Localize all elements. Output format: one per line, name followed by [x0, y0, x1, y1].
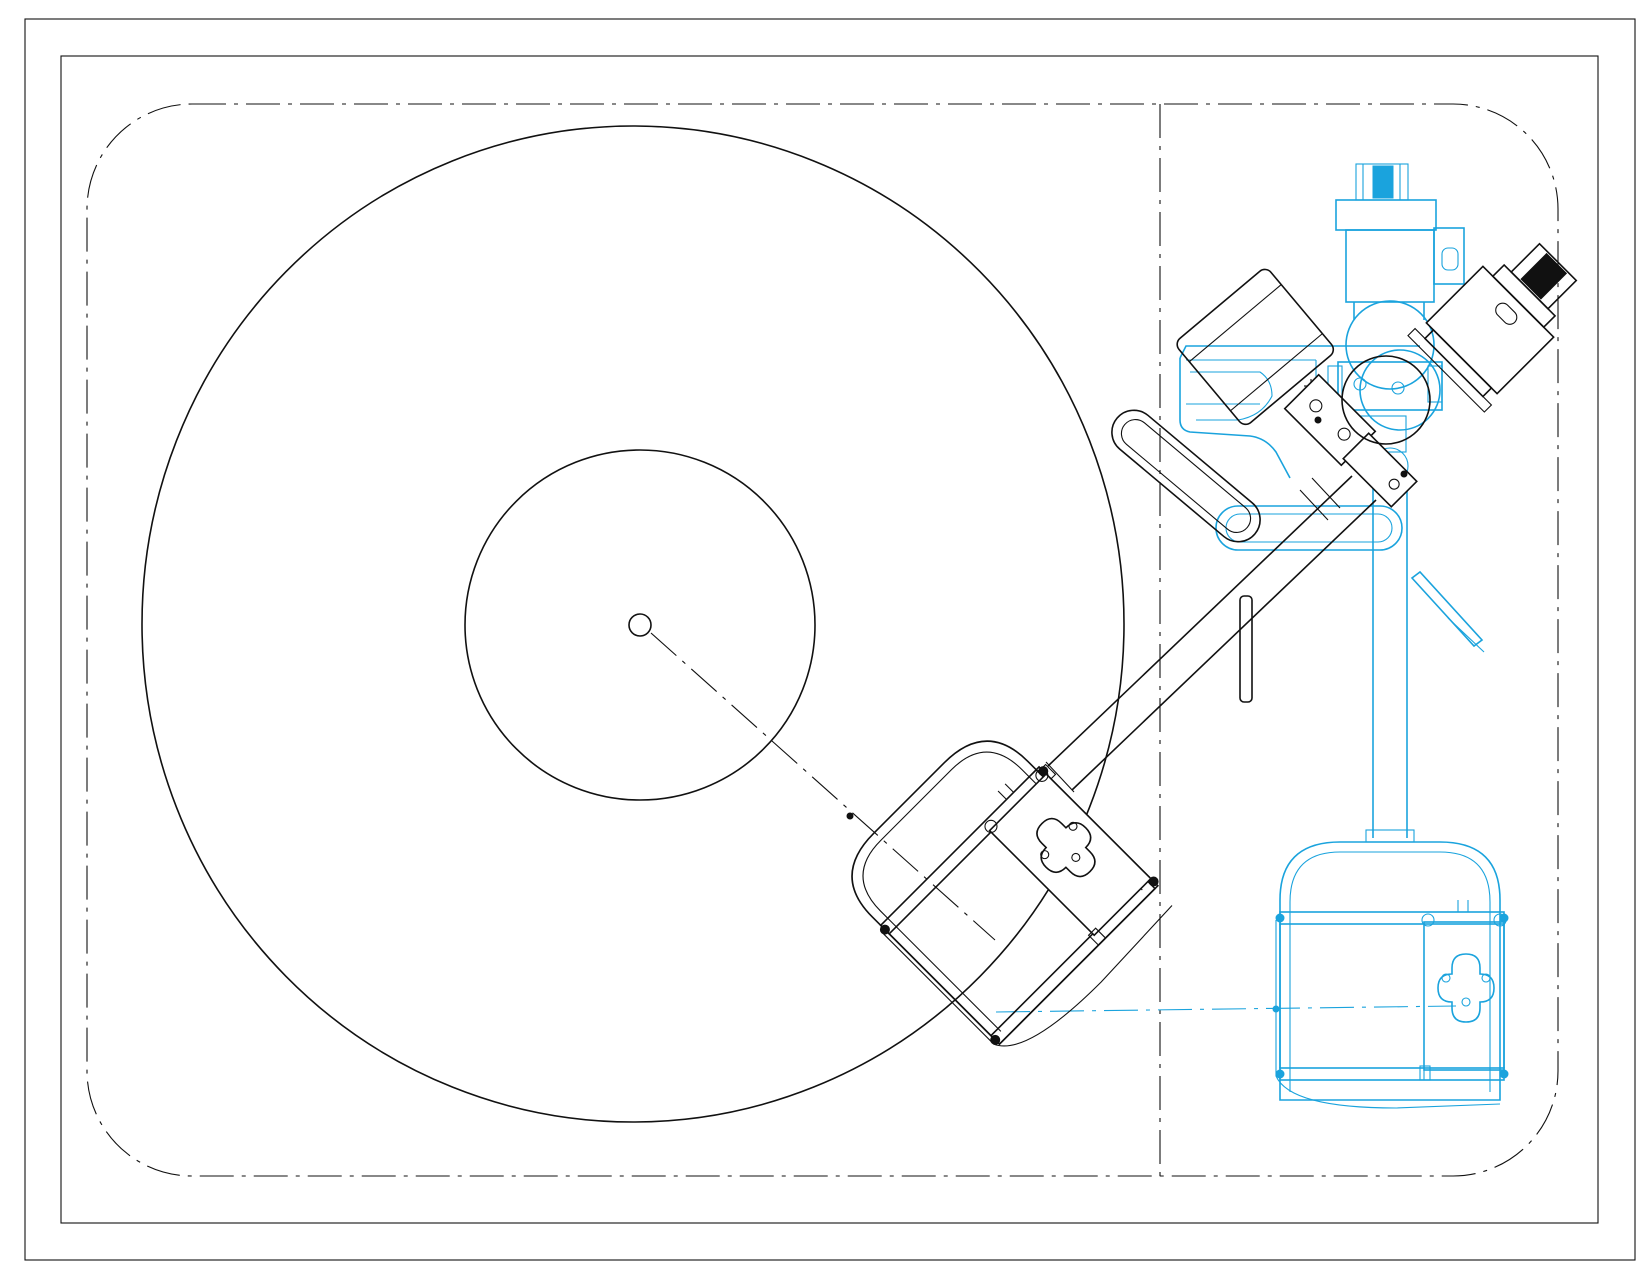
- rest-arm-tube: [1365, 484, 1415, 843]
- tonearm-rest-position: [995, 163, 1509, 1109]
- rest-headshell: [1275, 841, 1509, 1109]
- rest-stylus-reference-line: [995, 1005, 1457, 1013]
- play-pivot-cap: [1176, 268, 1335, 426]
- finger-lift-plate: [1036, 817, 1096, 878]
- spindle: [628, 613, 652, 637]
- play-counterweight-bearing: [1407, 327, 1493, 413]
- tonearm-playing-position: [846, 242, 1578, 1047]
- rest-cue-lever: [1410, 570, 1485, 653]
- inner-sheet-border: [60, 55, 1599, 1224]
- plinth-outline: [86, 103, 1559, 1177]
- record-label-circle: [464, 449, 816, 801]
- platter: [141, 125, 1125, 1123]
- rest-counterweight: [1335, 199, 1465, 303]
- play-cartridge: [984, 768, 1152, 946]
- platter-outer-circle: [141, 125, 1125, 1123]
- play-arm-lift: [1111, 409, 1261, 543]
- stylus-point: [846, 812, 854, 820]
- rest-cartridge: [1419, 913, 1507, 1081]
- outer-sheet-border: [24, 18, 1636, 1261]
- rest-arm-lift: [1215, 505, 1403, 551]
- rest-counterweight-knob: [1355, 163, 1409, 201]
- play-bearing-yoke: [1283, 355, 1431, 508]
- play-cue-post: [1239, 595, 1253, 703]
- rest-arm-stem-upper: [1353, 302, 1425, 320]
- spindle-stylus-centerline: [650, 632, 996, 941]
- play-counterweight: [1423, 242, 1578, 398]
